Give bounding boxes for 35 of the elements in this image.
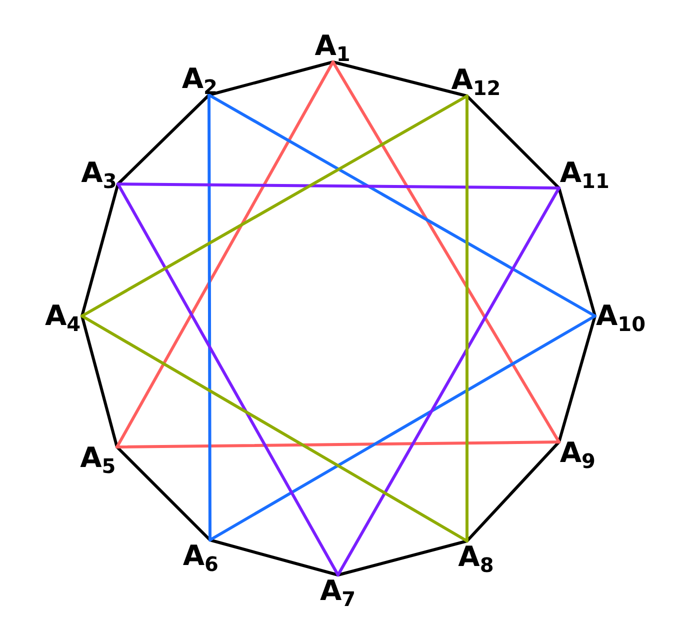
vertex-label: A$_{1}$: [314, 31, 350, 61]
triangle-side: [208, 94, 212, 542]
vertex-label: A$_{7}$: [320, 576, 356, 606]
polygon-side: [80, 314, 118, 448]
polygon-side: [208, 538, 340, 576]
polygon-side: [116, 446, 212, 542]
polygon-side: [208, 60, 334, 96]
polygon-side: [336, 540, 468, 576]
triangle-side: [208, 94, 596, 318]
triangle-side: [466, 94, 468, 542]
polygon-side: [80, 182, 120, 318]
vertex-label: A$_{3}$: [81, 158, 117, 188]
triangle-side: [332, 60, 560, 444]
triangle-side: [208, 314, 596, 542]
polygon-side: [116, 94, 210, 186]
vertex-label: A$_{8}$: [458, 542, 494, 572]
triangle-side: [116, 60, 334, 448]
triangle-side: [336, 186, 560, 576]
triangle-side: [116, 440, 560, 448]
polygon-side: [558, 186, 596, 318]
polygon-side: [332, 60, 468, 98]
vertex-label: A$_{4}$: [45, 300, 81, 331]
triangle-side: [116, 182, 340, 576]
vertex-label: A$_{10}$: [596, 300, 646, 331]
vertex-label: A$_{9}$: [560, 438, 596, 468]
vertex-label: A$_{6}$: [182, 540, 218, 571]
polygon-side: [466, 94, 560, 190]
vertex-label: A$_{5}$: [80, 443, 116, 473]
triangle-side: [80, 94, 468, 318]
triangle-side: [80, 314, 468, 542]
polygon-side: [466, 440, 560, 542]
vertex-label: A$_{11}$: [560, 158, 610, 188]
vertex-label: A$_{12}$: [451, 65, 501, 96]
triangle-side: [116, 182, 560, 190]
polygon-side: [558, 314, 596, 444]
